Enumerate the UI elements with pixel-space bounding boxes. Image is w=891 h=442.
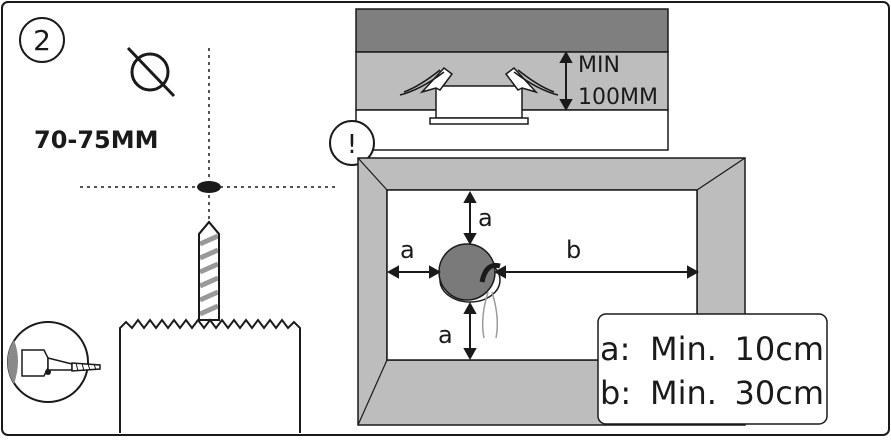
clearance-label-right: b	[566, 236, 581, 264]
legend-value-b: 30cm	[735, 374, 824, 412]
min-depth-label-line2: 100MM	[578, 85, 658, 110]
legend-text-a: Min.	[650, 330, 717, 368]
wire-left	[481, 291, 489, 339]
drill-bit-icon	[198, 220, 220, 321]
legend-text-b: Min.	[650, 374, 717, 412]
legend-key-b: b:	[600, 374, 631, 412]
fixture-top-view	[438, 243, 501, 339]
clearance-label-bottom: a	[438, 321, 453, 349]
spring-clip-left	[419, 66, 454, 94]
hole-diameter-label: 70-75MM	[34, 126, 159, 154]
fixture-cable	[479, 262, 501, 283]
wire-right	[491, 291, 499, 339]
ceiling-section	[355, 8, 669, 151]
clearance-label-top: a	[478, 204, 493, 232]
step-number: 2	[33, 24, 51, 57]
min-depth-label-line1: MIN	[578, 53, 620, 78]
fixture-body	[435, 85, 523, 119]
diameter-icon	[126, 46, 176, 98]
drill-icon	[7, 321, 101, 403]
step-badge: 2	[19, 17, 65, 63]
hole-center-mark	[197, 181, 221, 193]
depth-dimension-arrow-icon	[559, 50, 573, 112]
warning-symbol: !	[347, 130, 357, 160]
legend-key-a: a:	[600, 330, 630, 368]
hole-saw-icon	[119, 318, 301, 433]
clearance-arrows	[386, 190, 700, 361]
warning-icon: !	[329, 120, 375, 166]
fixture-trim	[429, 117, 529, 125]
spring-clip-right	[504, 66, 539, 94]
clearance-label-left: a	[400, 236, 415, 264]
legend-box: a: Min. 10cm b: Min. 30cm	[597, 313, 828, 425]
legend-value-a: 10cm	[735, 330, 824, 368]
